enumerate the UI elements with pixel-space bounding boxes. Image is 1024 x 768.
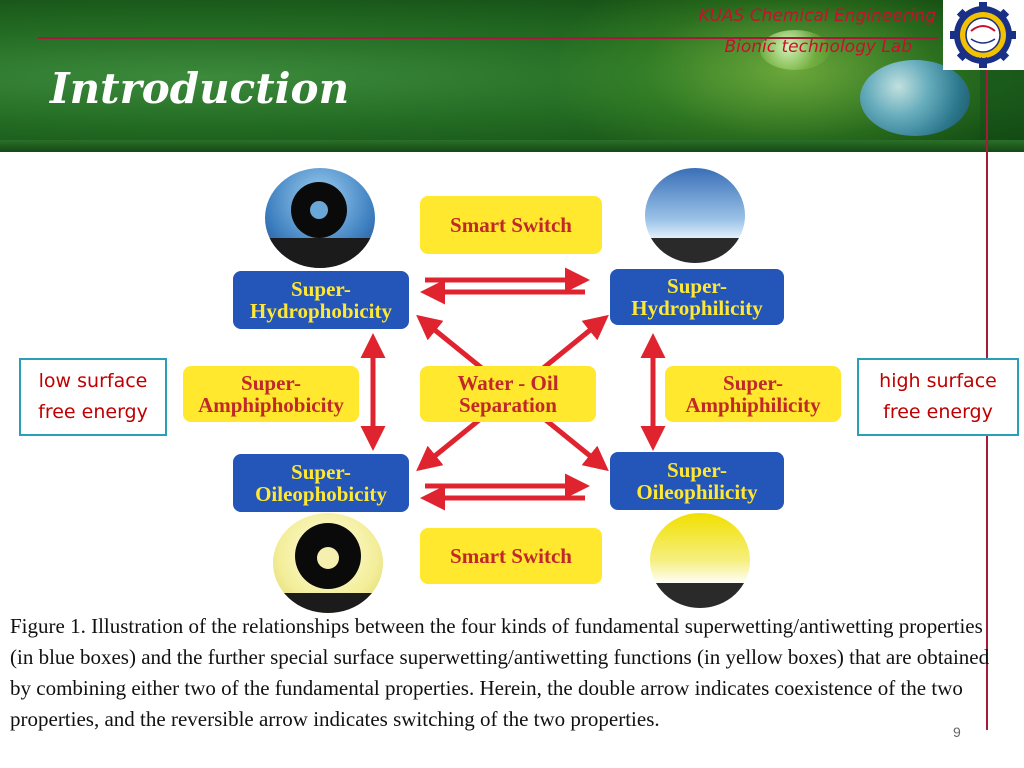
page-number: 9	[953, 724, 961, 740]
high-surface-energy-label: high surface free energy	[857, 358, 1019, 436]
figure-caption: Figure 1. Illustration of the relationsh…	[10, 614, 990, 731]
low-surface-energy-label: low surface free energy	[19, 358, 167, 436]
super-hydrophobicity-box: Super- Hydrophobicity	[233, 271, 409, 329]
super-amphiphilicity-box: Super- Amphiphilicity	[665, 366, 841, 422]
super-hydrophilicity-box: Super- Hydrophilicity	[610, 269, 784, 325]
header-water-drop-small	[760, 30, 830, 70]
header-bottom-band	[0, 140, 1024, 152]
smart-switch-top-box: Smart Switch	[420, 196, 602, 254]
lab-name-line1: KUAS Chemical Engineering	[698, 6, 936, 26]
header-water-drop	[860, 60, 970, 136]
smart-switch-bottom-box: Smart Switch	[420, 528, 602, 584]
header-red-rule	[38, 37, 938, 39]
page-title: Introduction	[50, 64, 350, 113]
super-oleophilicity-box: Super- Oileophilicity	[610, 452, 784, 510]
kuas-gear-logo-icon: K U A S	[950, 2, 1016, 68]
hydrophobic-droplet-image	[265, 168, 375, 268]
super-oleophobicity-box: Super- Oileophobicity	[233, 454, 409, 512]
kuas-logo: K U A S	[943, 0, 1024, 70]
lab-name-line2: Bionic technology Lab	[724, 37, 912, 57]
logo-text: K U A S	[971, 57, 995, 64]
water-oil-separation-box: Water - Oil Separation	[420, 366, 596, 422]
hydrophilic-droplet-image	[645, 168, 745, 263]
super-amphiphobicity-box: Super- Amphiphobicity	[183, 366, 359, 422]
wetting-relationship-figure: Super- Hydrophobicity Super- Hydrophilic…	[175, 168, 841, 613]
header-banner	[0, 0, 1024, 140]
oleophobic-droplet-image	[273, 513, 383, 613]
oleophilic-droplet-image	[650, 513, 750, 608]
